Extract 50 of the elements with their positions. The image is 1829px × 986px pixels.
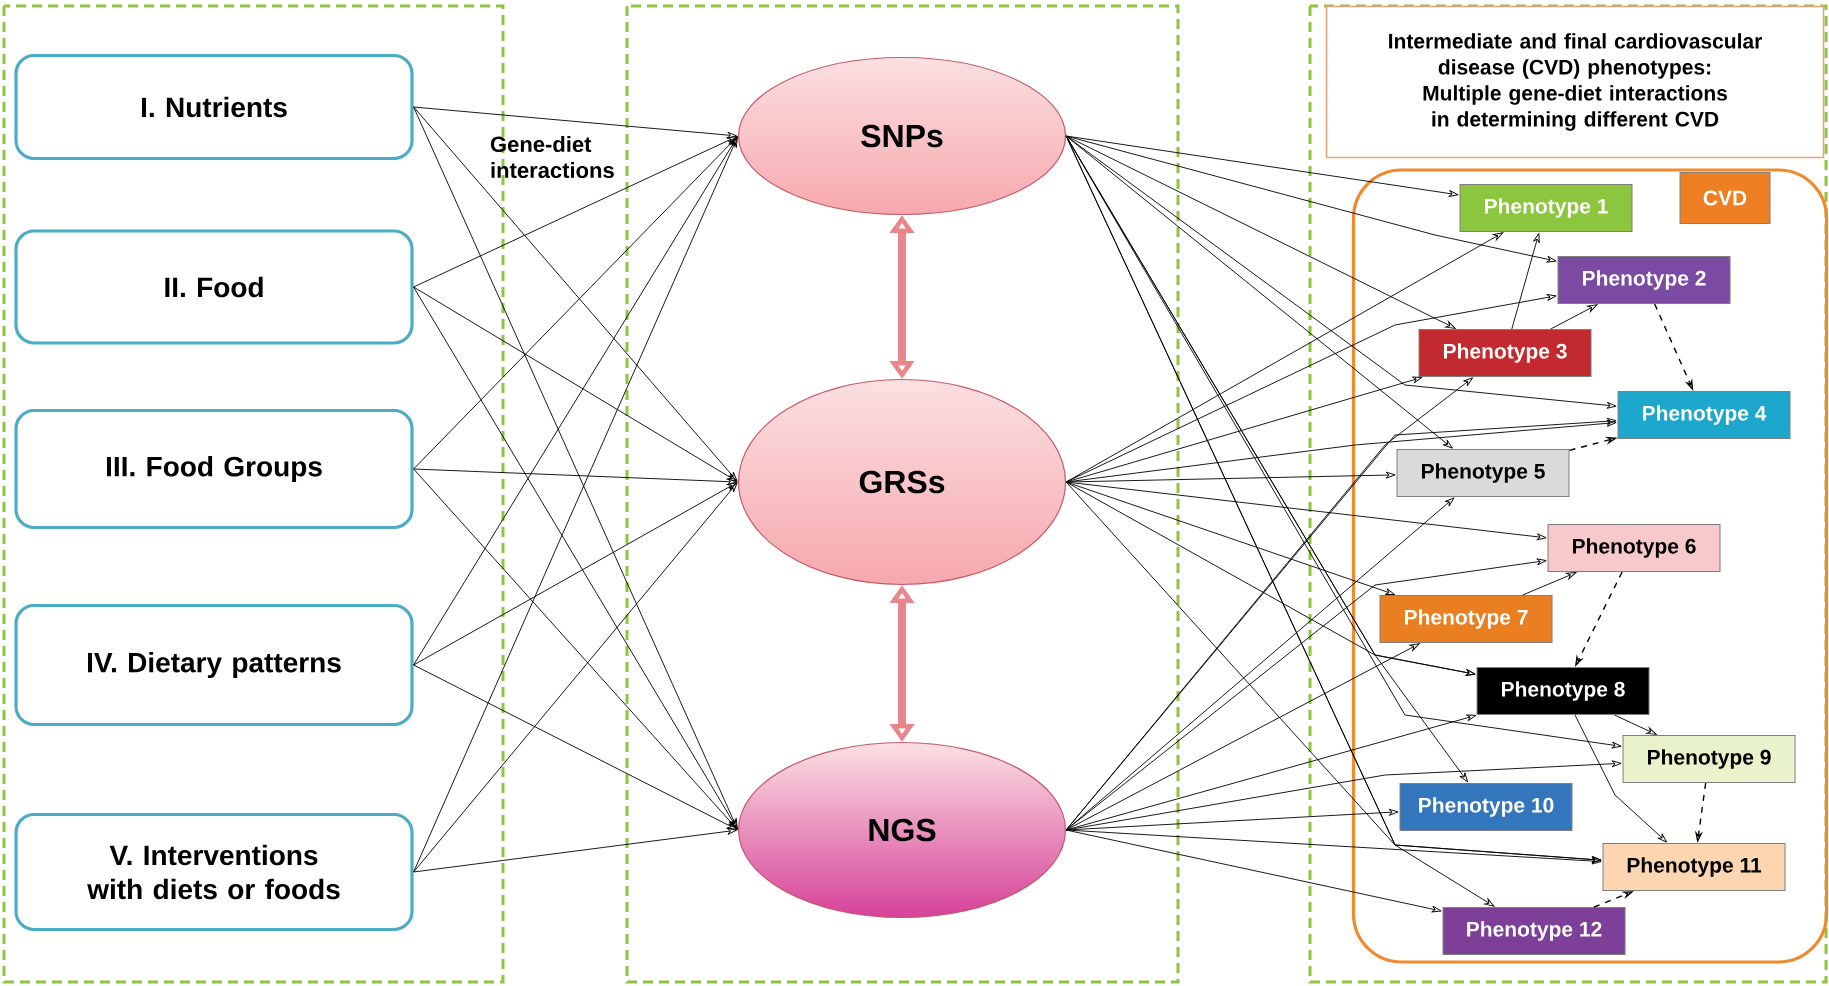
arrow xyxy=(1065,294,1557,483)
annotation-text: Gene-diet interactions xyxy=(490,135,614,179)
phenotype-box: Phenotype 3 xyxy=(1418,329,1592,377)
phenotype-box: Phenotype 11 xyxy=(1602,843,1786,891)
arrow xyxy=(1065,417,1617,831)
category-box: IV. Dietary patterns xyxy=(14,603,414,727)
arrow xyxy=(1065,481,1602,863)
arrow xyxy=(1065,481,1396,595)
phenotype-box: Phenotype 1 xyxy=(1459,184,1633,232)
phenotype-box: Phenotype 12 xyxy=(1442,907,1626,955)
arrow xyxy=(413,136,738,288)
arrow xyxy=(1550,304,1598,330)
arrow xyxy=(1065,558,1547,831)
arrow xyxy=(413,468,737,486)
arrow xyxy=(1065,829,1442,913)
arrow xyxy=(413,106,737,139)
arrow xyxy=(413,136,738,666)
arrow xyxy=(1065,135,1456,329)
arrow xyxy=(1065,643,1420,831)
arrow xyxy=(1065,135,1453,449)
category-box: V. Interventions with diets or foods xyxy=(14,812,414,932)
arrow xyxy=(1065,135,1495,907)
phenotype-box: Phenotype 10 xyxy=(1399,783,1573,831)
arrow xyxy=(1065,232,1504,483)
phenotype-box: Phenotype 8 xyxy=(1476,667,1650,715)
arrow xyxy=(1065,135,1617,409)
arrow xyxy=(413,482,738,666)
phenotype-box: Phenotype 7 xyxy=(1379,595,1553,643)
tag-box: CVD xyxy=(1679,172,1771,224)
arrow xyxy=(1065,471,1396,483)
arrow xyxy=(1522,572,1577,596)
heading-box: Intermediate and final cardiovascular disease (CVD) phenotypes: Multiple gene-diet interactions in determining different CVD xyxy=(1325,5,1825,159)
arrow xyxy=(1511,232,1540,330)
arrow xyxy=(1574,714,1668,843)
arrow xyxy=(413,664,738,830)
arrow xyxy=(1614,714,1657,735)
category-box: I. Nutrients xyxy=(14,53,414,161)
phenotype-box: Phenotype 5 xyxy=(1396,449,1570,497)
phenotype-box: Phenotype 4 xyxy=(1617,391,1791,439)
phenotype-box: Phenotype 2 xyxy=(1557,256,1731,304)
phenotype-box: Phenotype 6 xyxy=(1547,524,1721,572)
phenotype-box: Phenotype 9 xyxy=(1622,735,1796,783)
arrow xyxy=(1065,829,1602,865)
category-box: III. Food Groups xyxy=(14,408,414,530)
category-box: II. Food xyxy=(14,229,414,345)
arrow xyxy=(413,286,738,482)
arrow xyxy=(1065,481,1476,676)
group-frame xyxy=(1351,168,1829,964)
arrow xyxy=(413,286,738,830)
arrow xyxy=(413,827,737,873)
